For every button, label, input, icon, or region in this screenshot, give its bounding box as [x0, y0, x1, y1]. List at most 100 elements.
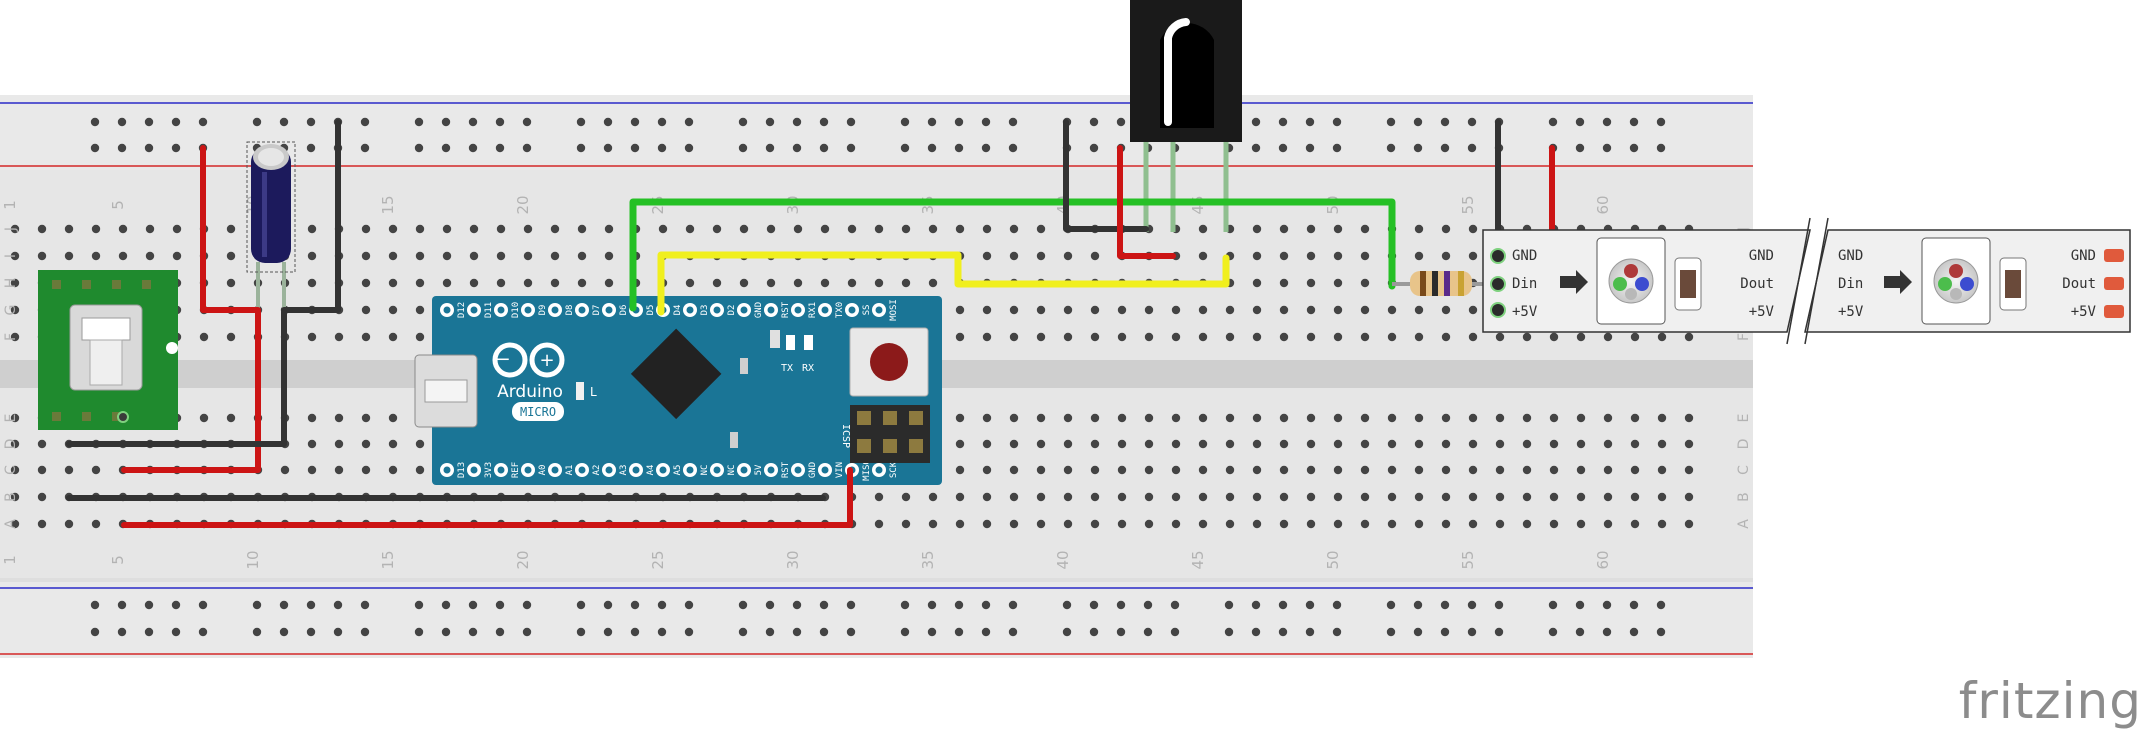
- power-rail-hole[interactable]: [846, 143, 856, 153]
- breadboard-hole[interactable]: [1576, 519, 1586, 529]
- power-rail-hole[interactable]: [1278, 117, 1288, 127]
- breadboard-hole[interactable]: [928, 278, 938, 288]
- breadboard-hole[interactable]: [1468, 439, 1478, 449]
- breadboard-hole[interactable]: [604, 251, 614, 261]
- power-rail-hole[interactable]: [792, 143, 802, 153]
- breadboard-hole[interactable]: [1144, 492, 1154, 502]
- power-rail-hole[interactable]: [1332, 600, 1342, 610]
- breadboard-hole[interactable]: [550, 251, 560, 261]
- power-rail-hole[interactable]: [1251, 627, 1261, 637]
- breadboard-hole[interactable]: [685, 224, 695, 234]
- power-rail-hole[interactable]: [333, 600, 343, 610]
- breadboard-hole[interactable]: [388, 305, 398, 315]
- breadboard-hole[interactable]: [1576, 332, 1586, 342]
- breadboard-hole[interactable]: [1387, 439, 1397, 449]
- breadboard-hole[interactable]: [1684, 492, 1694, 502]
- breadboard-hole[interactable]: [172, 224, 182, 234]
- breadboard-hole[interactable]: [847, 224, 857, 234]
- breadboard-hole[interactable]: [1495, 439, 1505, 449]
- breadboard-hole[interactable]: [1360, 278, 1370, 288]
- breadboard-hole[interactable]: [1198, 413, 1208, 423]
- power-rail-hole[interactable]: [765, 143, 775, 153]
- breadboard-hole[interactable]: [1306, 519, 1316, 529]
- breadboard-hole[interactable]: [874, 278, 884, 288]
- breadboard-hole[interactable]: [1090, 465, 1100, 475]
- power-rail-hole[interactable]: [1008, 600, 1018, 610]
- breadboard-hole[interactable]: [1279, 332, 1289, 342]
- breadboard-hole[interactable]: [1360, 224, 1370, 234]
- power-rail-hole[interactable]: [495, 600, 505, 610]
- breadboard-hole[interactable]: [928, 519, 938, 529]
- breadboard-hole[interactable]: [901, 492, 911, 502]
- power-rail-hole[interactable]: [1251, 143, 1261, 153]
- power-rail-hole[interactable]: [765, 600, 775, 610]
- breadboard-hole[interactable]: [1387, 332, 1397, 342]
- breadboard-hole[interactable]: [1684, 332, 1694, 342]
- breadboard-hole[interactable]: [469, 278, 479, 288]
- breadboard-hole[interactable]: [388, 332, 398, 342]
- breadboard-hole[interactable]: [982, 519, 992, 529]
- breadboard-hole[interactable]: [955, 492, 965, 502]
- breadboard-hole[interactable]: [550, 278, 560, 288]
- breadboard-hole[interactable]: [1198, 519, 1208, 529]
- breadboard-hole[interactable]: [685, 278, 695, 288]
- breadboard-hole[interactable]: [496, 251, 506, 261]
- breadboard-hole[interactable]: [1657, 332, 1667, 342]
- breadboard-hole[interactable]: [1630, 439, 1640, 449]
- breadboard-hole[interactable]: [1441, 519, 1451, 529]
- breadboard-hole[interactable]: [1036, 332, 1046, 342]
- power-rail-hole[interactable]: [360, 143, 370, 153]
- breadboard-hole[interactable]: [91, 519, 101, 529]
- breadboard-hole[interactable]: [1441, 413, 1451, 423]
- power-rail-hole[interactable]: [954, 117, 964, 127]
- breadboard-hole[interactable]: [1225, 439, 1235, 449]
- breadboard-hole[interactable]: [1414, 413, 1424, 423]
- breadboard-hole[interactable]: [388, 465, 398, 475]
- breadboard-hole[interactable]: [10, 492, 20, 502]
- breadboard-hole[interactable]: [307, 251, 317, 261]
- breadboard-hole[interactable]: [226, 278, 236, 288]
- breadboard-hole[interactable]: [388, 413, 398, 423]
- breadboard-hole[interactable]: [1603, 492, 1613, 502]
- power-rail-hole[interactable]: [765, 627, 775, 637]
- breadboard-hole[interactable]: [1171, 413, 1181, 423]
- power-rail-hole[interactable]: [981, 143, 991, 153]
- breadboard-hole[interactable]: [1630, 492, 1640, 502]
- breadboard-hole[interactable]: [982, 332, 992, 342]
- breadboard-hole[interactable]: [1522, 439, 1532, 449]
- breadboard-hole[interactable]: [226, 251, 236, 261]
- power-rail-hole[interactable]: [1062, 627, 1072, 637]
- power-rail-hole[interactable]: [1440, 600, 1450, 610]
- breadboard-hole[interactable]: [1522, 332, 1532, 342]
- breadboard-hole[interactable]: [64, 519, 74, 529]
- power-rail-hole[interactable]: [414, 143, 424, 153]
- breadboard-hole[interactable]: [1468, 332, 1478, 342]
- breadboard-hole[interactable]: [955, 305, 965, 315]
- breadboard-hole[interactable]: [1036, 519, 1046, 529]
- breadboard-hole[interactable]: [1360, 251, 1370, 261]
- breadboard-hole[interactable]: [1144, 305, 1154, 315]
- breadboard-hole[interactable]: [37, 519, 47, 529]
- breadboard-hole[interactable]: [307, 224, 317, 234]
- power-rail-hole[interactable]: [1116, 627, 1126, 637]
- power-rail-hole[interactable]: [1278, 600, 1288, 610]
- power-rail-hole[interactable]: [279, 627, 289, 637]
- power-rail-hole[interactable]: [1656, 117, 1666, 127]
- breadboard-hole[interactable]: [37, 492, 47, 502]
- breadboard-hole[interactable]: [1063, 332, 1073, 342]
- power-rail-hole[interactable]: [171, 117, 181, 127]
- power-rail-hole[interactable]: [90, 117, 100, 127]
- power-rail-hole[interactable]: [144, 117, 154, 127]
- breadboard-hole[interactable]: [1414, 224, 1424, 234]
- breadboard-hole[interactable]: [1495, 413, 1505, 423]
- breadboard-hole[interactable]: [361, 224, 371, 234]
- breadboard-hole[interactable]: [1144, 413, 1154, 423]
- breadboard-hole[interactable]: [1279, 305, 1289, 315]
- breadboard-hole[interactable]: [1441, 332, 1451, 342]
- breadboard-hole[interactable]: [1441, 224, 1451, 234]
- breadboard-hole[interactable]: [37, 224, 47, 234]
- breadboard-hole[interactable]: [1009, 519, 1019, 529]
- breadboard-hole[interactable]: [928, 224, 938, 234]
- breadboard-hole[interactable]: [388, 278, 398, 288]
- breadboard-hole[interactable]: [1252, 465, 1262, 475]
